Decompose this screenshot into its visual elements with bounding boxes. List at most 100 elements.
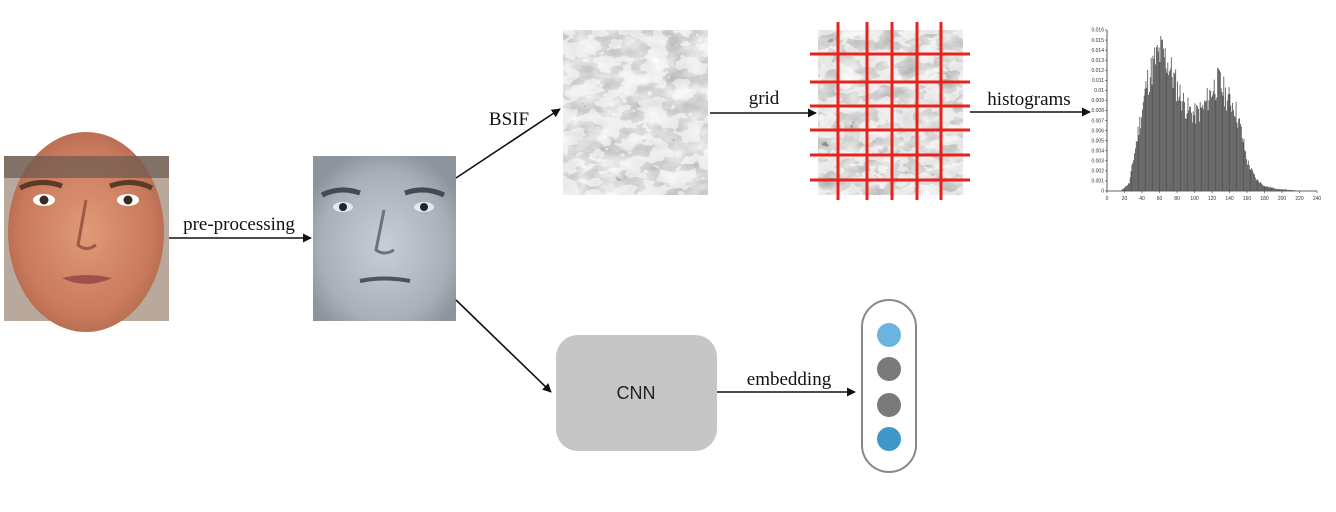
histogram-bar: [1242, 141, 1244, 191]
histogram-bar: [1196, 104, 1198, 191]
histogram-bar: [1124, 187, 1126, 191]
histogram-bar: [1243, 138, 1245, 191]
histogram-bar: [1231, 111, 1233, 191]
gridded-bsif-image: [810, 22, 970, 200]
histogram-bar: [1212, 95, 1213, 191]
histogram-bar: [1205, 100, 1207, 191]
histogram-bar: [1219, 70, 1220, 191]
histogram-bar: [1215, 100, 1217, 191]
embedding-vector: [861, 299, 917, 473]
histogram-bar: [1278, 188, 1280, 191]
label-grid: grid: [749, 88, 780, 109]
histogram-bar: [1247, 160, 1249, 191]
histogram-bar: [1226, 110, 1227, 191]
histogram-bar: [1281, 189, 1282, 191]
histogram-bar: [1213, 79, 1215, 191]
histogram-x-tick-label: 120: [1208, 196, 1217, 202]
histogram-bar: [1135, 141, 1137, 191]
histogram-bar: [1287, 189, 1289, 191]
histogram-bar: [1230, 105, 1232, 191]
histogram-bar: [1122, 188, 1124, 191]
histogram-x-tick-label: 160: [1243, 196, 1252, 202]
histogram-bar: [1269, 186, 1271, 191]
histogram-bar: [1241, 137, 1243, 191]
histogram-bar: [1170, 57, 1172, 192]
histogram-bar: [1290, 190, 1292, 191]
histogram-bar: [1233, 109, 1234, 191]
histogram-bar: [1161, 39, 1163, 192]
histogram-bar: [1254, 174, 1255, 191]
histogram-bar: [1192, 111, 1194, 191]
histogram-bar: [1293, 190, 1295, 191]
histogram-bar: [1134, 153, 1135, 191]
histogram-bar: [1260, 182, 1261, 191]
preprocessed-face-photo: [313, 156, 456, 321]
histogram-y-tick-label: 0.008: [1091, 108, 1104, 114]
histogram-bar: [1132, 162, 1134, 191]
histogram-bar: [1138, 135, 1140, 191]
label-cnn: CNN: [617, 383, 656, 403]
histogram-bar: [1249, 169, 1251, 191]
histogram-bar: [1205, 101, 1206, 191]
histogram-y-tick-label: 0.01: [1094, 88, 1104, 94]
histogram-bar: [1198, 108, 1199, 191]
histogram-bar: [1177, 100, 1179, 191]
histogram-bar: [1261, 183, 1262, 191]
histogram-bar: [1226, 100, 1228, 191]
histogram-bar: [1236, 122, 1238, 191]
histogram-bar: [1158, 47, 1160, 191]
histogram-bar: [1136, 141, 1138, 191]
histogram-bar: [1258, 181, 1260, 191]
histogram-bar: [1141, 117, 1142, 191]
histogram-bar: [1183, 92, 1184, 191]
histogram-bar: [1172, 87, 1174, 191]
histogram-bar: [1182, 101, 1184, 191]
histogram-bar: [1194, 103, 1196, 191]
histogram-y-tick-label: 0.016: [1091, 28, 1104, 34]
histogram-bar: [1202, 104, 1204, 191]
histogram-bar: [1227, 94, 1229, 191]
histogram-bar: [1219, 72, 1221, 191]
histogram-bar: [1275, 188, 1277, 191]
input-face-photo: [4, 132, 169, 332]
histogram-bar: [1156, 45, 1158, 192]
histogram-bar: [1165, 68, 1167, 191]
histogram-y-tick-label: 0.002: [1091, 169, 1104, 175]
histogram-bar: [1253, 172, 1254, 191]
histogram-bar: [1144, 88, 1146, 191]
embedding-dot: [877, 393, 901, 417]
histogram-bar: [1214, 93, 1216, 191]
histogram-bar: [1237, 127, 1239, 191]
histogram-bar: [1273, 187, 1275, 191]
histogram-bar: [1268, 187, 1270, 191]
histogram-bar: [1174, 73, 1176, 191]
embedding-dot: [877, 323, 901, 347]
histogram-bar: [1171, 77, 1173, 191]
histogram-bar: [1189, 106, 1191, 191]
histogram-bar: [1212, 91, 1214, 191]
histogram-bar: [1259, 183, 1261, 191]
histogram-bar: [1224, 106, 1226, 191]
histogram-bar: [1210, 91, 1212, 191]
histogram-bar: [1288, 189, 1289, 191]
histogram-x-tick-label: 200: [1278, 196, 1287, 202]
histogram-x-tick-label: 140: [1225, 196, 1234, 202]
histogram-bar: [1128, 183, 1129, 191]
histogram-bar: [1247, 164, 1248, 191]
histogram-bar: [1200, 107, 1202, 191]
histogram-bar: [1285, 189, 1287, 191]
histogram-bar: [1275, 188, 1276, 191]
cnn-block: CNN: [556, 335, 717, 451]
histogram-y-tick-label: 0.011: [1092, 78, 1104, 84]
histogram-bar: [1121, 190, 1122, 191]
histogram-x-tick-label: 0: [1106, 196, 1109, 202]
histogram-bar: [1240, 123, 1241, 191]
histogram-bar: [1145, 81, 1147, 191]
histogram-bar: [1268, 187, 1269, 191]
histogram-bar: [1128, 183, 1130, 191]
histogram-bar: [1154, 47, 1156, 191]
histogram-bar: [1244, 150, 1246, 191]
histogram-bar: [1222, 95, 1224, 191]
histogram-bar: [1168, 75, 1170, 191]
